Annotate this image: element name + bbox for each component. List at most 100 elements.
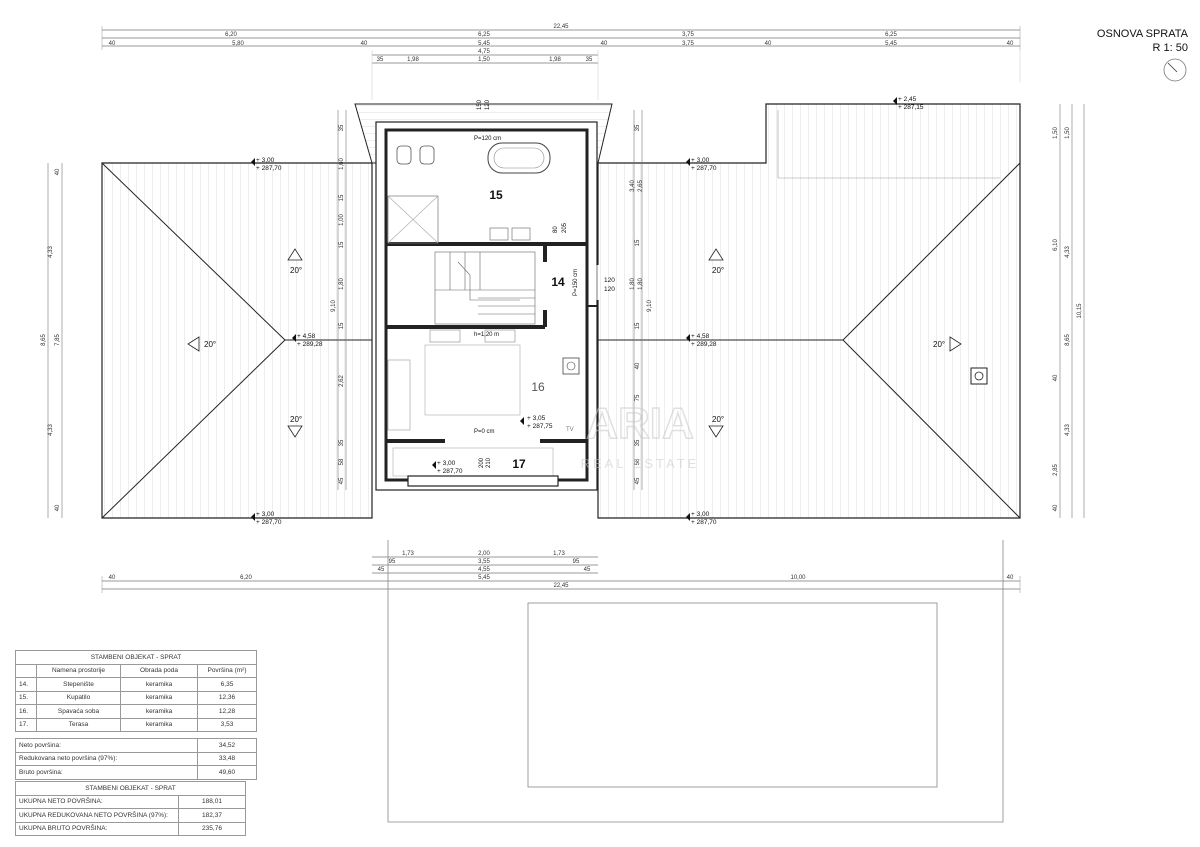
dim-label: 1,50 (478, 57, 490, 63)
drawing-scale: R 1: 50 (1152, 42, 1188, 54)
dim-label: 1,73 (553, 551, 565, 557)
dim-label: 15 (635, 322, 641, 329)
table-row: UKUPNA BRUTO POVRŠINA:235,76 (15, 821, 246, 836)
dim-label: 40 (765, 41, 772, 47)
rooms-area-table: STAMBENI OBJEKAT - SPRAT Namena prostori… (15, 650, 257, 780)
dim-label: 40 (1053, 374, 1059, 381)
lower-floor-outline (387, 540, 1004, 823)
table-row: Bruto površina:49,60 (15, 765, 257, 780)
slope-arrow-left-icon: 20° (187, 336, 216, 352)
terrace-dim: 200 (479, 457, 485, 468)
level-markers: + 3,00+ 287,70 + 3,00+ 287,70 + 2,45+ 28… (251, 96, 924, 526)
svg-text:+ 3,00: + 3,00 (256, 157, 275, 164)
tv-label: TV (566, 427, 574, 433)
svg-text:+ 289,28: + 289,28 (297, 341, 323, 348)
dim-top-total: 22,45 (553, 24, 569, 30)
dim-label: 3,55 (478, 559, 490, 565)
dim-label: 45 (635, 477, 641, 484)
dim-label: 9,10 (647, 300, 653, 312)
svg-text:ARIA: ARIA (586, 399, 694, 448)
dim-label: 6,20 (225, 32, 237, 38)
table-title: STAMBENI OBJEKAT - SPRAT (15, 650, 257, 665)
dim-label: 6,25 (885, 32, 897, 38)
room-labels: 15 14 16 17 P=120 cm P=150 cm P=0 cm h=1… (474, 99, 615, 471)
table-row: UKUPNA NETO POVRŠINA:188,01 (15, 794, 246, 809)
dim-label: 10,00 (790, 575, 806, 581)
north-arrow-icon (1163, 58, 1187, 82)
parapet-dim: 150 (477, 99, 483, 110)
table-header: Obrada poda (120, 663, 198, 678)
svg-text:+ 4,58: + 4,58 (691, 333, 710, 340)
level-marker: + 3,00+ 287,70 (432, 460, 463, 475)
dim-label: 1,50 (1065, 127, 1071, 139)
dim-label: 40 (601, 41, 608, 47)
dim-label: 15 (339, 322, 345, 329)
dim-label: 2,62 (339, 375, 345, 387)
table-row: Redukovana neto površina (97%):33,48 (15, 751, 257, 766)
dim-label: 40 (1007, 41, 1014, 47)
dim-label: 40 (361, 41, 368, 47)
svg-text:+ 3,00: + 3,00 (437, 460, 456, 467)
dim-label: 4,75 (478, 49, 490, 55)
dim-label: 4,33 (48, 246, 54, 258)
level-marker: + 3,00+ 287,70 (251, 511, 282, 526)
svg-text:+ 2,45: + 2,45 (898, 96, 917, 103)
dim-label: 6,25 (478, 32, 490, 38)
window-dim: 120 (604, 286, 615, 293)
dim-label: 75 (635, 394, 641, 401)
dim-label: 9,10 (331, 300, 337, 312)
dim-label: 5,80 (232, 41, 244, 47)
svg-text:20°: 20° (712, 415, 724, 424)
table-header (15, 663, 37, 678)
dim-label: 6,10 (1053, 239, 1059, 251)
door-dim: 80 (553, 226, 559, 233)
dim-label: 1,98 (407, 57, 419, 63)
dim-label: 3,40 (630, 180, 636, 192)
dim-label: 5,45 (478, 41, 490, 47)
dim-label: 6,20 (240, 575, 252, 581)
slope-arrow-up-icon: 20° (287, 248, 303, 275)
svg-text:20°: 20° (712, 266, 724, 275)
svg-text:+ 287,75: + 287,75 (527, 423, 553, 430)
dim-label: 5,45 (885, 41, 897, 47)
svg-text:20°: 20° (933, 340, 945, 349)
dim-label: 58 (635, 458, 641, 465)
dim-label: 1,80 (630, 278, 636, 290)
dim-label: 35 (377, 57, 384, 63)
dim-label: 40 (55, 504, 61, 511)
dim-label: 15 (339, 194, 345, 201)
dim-label: 35 (586, 57, 593, 63)
dim-label: 22,45 (553, 583, 569, 589)
dim-label: 95 (389, 559, 396, 565)
svg-text:+ 287,15: + 287,15 (898, 104, 924, 111)
bottom-dimensions: 1,73 2,00 1,73 95 3,55 95 45 4,55 45 40 … (101, 551, 1021, 593)
dim-label: 45 (584, 567, 591, 573)
svg-text:+ 3,05: + 3,05 (527, 415, 546, 422)
svg-text:+ 3,00: + 3,00 (691, 157, 710, 164)
dim-label: 35 (339, 124, 345, 131)
dim-label: 7,85 (55, 334, 61, 346)
window-dim: 120 (604, 277, 615, 284)
svg-text:+ 287,70: + 287,70 (256, 165, 282, 172)
table-row: UKUPNA REDUKOVANA NETO POVRŠINA (97%):18… (15, 808, 246, 823)
level-marker: + 4,58+ 289,28 (686, 333, 717, 348)
dim-label: 4,33 (48, 424, 54, 436)
level-marker: + 4,58+ 289,28 (292, 333, 323, 348)
svg-text:REAL ESTATE: REAL ESTATE (581, 456, 700, 471)
dim-label: 2,00 (478, 551, 490, 557)
dim-label: 5,45 (478, 575, 490, 581)
dim-label: 2,65 (638, 180, 644, 192)
svg-text:20°: 20° (204, 340, 216, 349)
stair-height: P=150 cm (573, 269, 579, 296)
svg-text:+ 3,00: + 3,00 (256, 511, 275, 518)
level-marker: + 3,00+ 287,70 (251, 157, 282, 172)
slope-arrow-right-icon: 20° (933, 336, 962, 352)
dim-label: 4,33 (1065, 246, 1071, 258)
dim-label: 1,50 (1053, 127, 1059, 139)
svg-text:+ 287,70: + 287,70 (437, 468, 463, 475)
level-marker: + 3,05+ 287,75 (520, 415, 553, 430)
parapet-dim: 120 (485, 99, 491, 110)
dim-label: 15 (635, 239, 641, 246)
